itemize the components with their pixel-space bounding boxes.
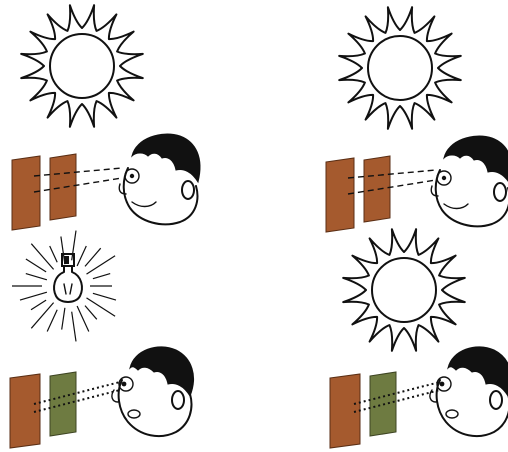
observer-face-smiling (431, 136, 508, 226)
panel-bottom-right (330, 229, 508, 448)
sample-pair (10, 372, 76, 448)
light-ray (31, 300, 46, 310)
light-ray (77, 246, 86, 266)
observer-face-surprised (430, 347, 508, 436)
light-ray (85, 306, 97, 320)
light-ray (93, 293, 116, 300)
light-ray (20, 292, 47, 300)
sample-panel-brown (12, 156, 40, 230)
sight-lines (348, 170, 436, 194)
sample-panel-brown (326, 158, 354, 232)
sample-pair (330, 372, 396, 448)
sight-lines (34, 382, 120, 412)
light-ray (87, 256, 116, 274)
light-ray (72, 312, 76, 342)
sample-panel-brown (50, 154, 76, 220)
panel-top-left (12, 5, 200, 230)
light-ray (26, 274, 47, 280)
light-ray (93, 274, 110, 279)
light-ray (50, 246, 58, 262)
light-ray (87, 298, 116, 316)
sun-icon (343, 229, 465, 351)
sight-lines (34, 168, 122, 192)
light-ray (85, 248, 101, 266)
sample-panel-brown (364, 156, 390, 222)
light-ray (26, 259, 46, 272)
sample-pair (326, 156, 390, 232)
panel-bottom-left (10, 231, 194, 448)
light-ray (77, 306, 89, 332)
panel-top-right (326, 7, 508, 232)
light-ray (47, 310, 57, 332)
observer-face-smiling (119, 134, 200, 224)
light-bulb-icon (12, 231, 116, 342)
observer-face-surprised (112, 347, 194, 436)
sun-icon (21, 5, 143, 127)
light-ray (62, 308, 65, 330)
sight-lines (354, 382, 440, 412)
sun-icon (339, 7, 461, 129)
sample-pair (12, 154, 76, 230)
